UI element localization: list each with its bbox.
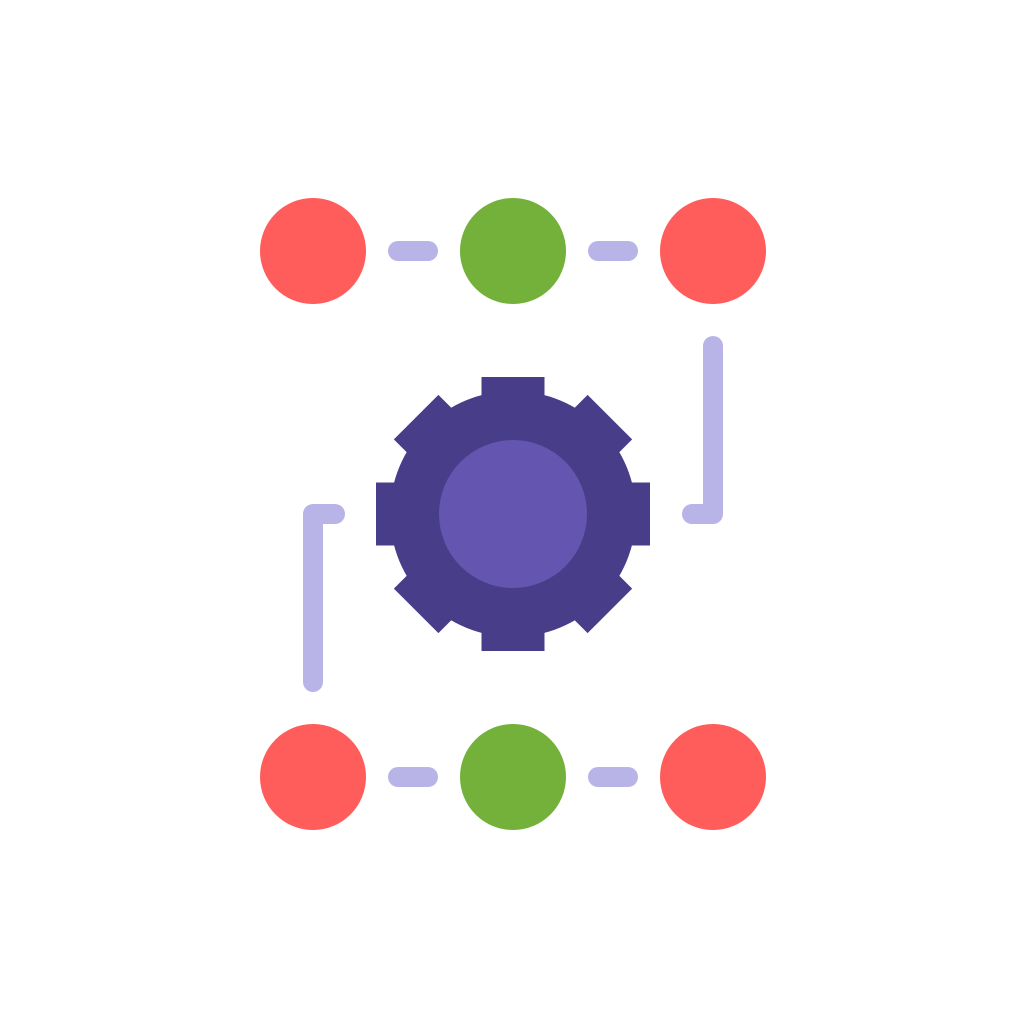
gear-icon [376,377,650,651]
top-green-node-2 [460,198,566,304]
nodes [260,198,766,830]
top-red-node-3 [660,198,766,304]
gear-hub [439,440,587,588]
connectors [303,241,723,787]
connector-left-elbow [303,504,345,692]
bottom-red-node-1 [260,724,366,830]
bottom-red-node-3 [660,724,766,830]
bottom-green-node-2 [460,724,566,830]
top-red-node-1 [260,198,366,304]
connector-right-elbow [682,336,723,524]
